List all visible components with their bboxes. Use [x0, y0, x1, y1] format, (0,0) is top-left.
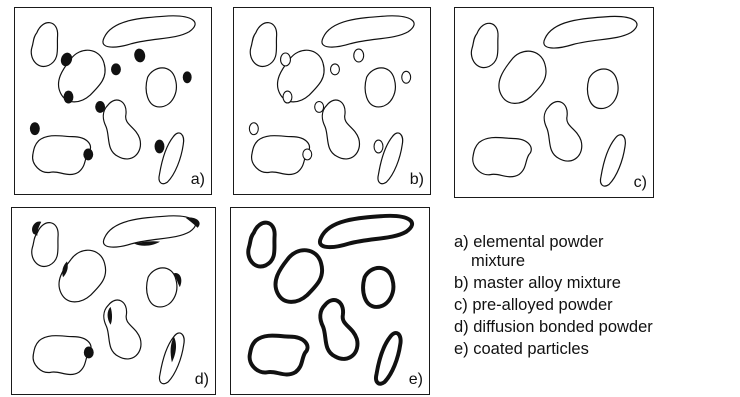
- master-alloy-particle: [374, 140, 383, 153]
- particle: [33, 136, 91, 175]
- elemental-particle: [59, 51, 74, 68]
- elemental-particle: [183, 71, 192, 83]
- elemental-particle: [111, 63, 121, 75]
- bonded-particle: [174, 273, 182, 287]
- coated-particle: [320, 300, 357, 359]
- legend-item-d: d) diffusion bonded powder: [454, 318, 653, 337]
- particle: [365, 68, 395, 107]
- particle: [473, 138, 532, 177]
- particle: [147, 268, 177, 307]
- panel-d-illustration: [12, 208, 215, 394]
- panel-b-illustration: [234, 8, 430, 194]
- panel-label-b: b): [410, 172, 424, 188]
- particle: [544, 102, 582, 162]
- panel-label-d: d): [195, 372, 209, 388]
- panel-a-illustration: [15, 8, 211, 194]
- elemental-particle: [95, 101, 105, 113]
- particle: [59, 250, 106, 302]
- panel-diffusion-bonded-powder: d): [11, 207, 216, 395]
- legend-item-b: b) master alloy mixture: [454, 274, 653, 293]
- master-alloy-particle: [249, 123, 258, 135]
- coated-particle: [376, 333, 401, 384]
- elemental-particle: [64, 91, 74, 104]
- particle: [252, 136, 310, 175]
- elemental-particle: [155, 140, 165, 154]
- particle: [378, 133, 403, 184]
- particle: [103, 16, 195, 47]
- bonded-particle: [108, 307, 112, 325]
- master-alloy-particle: [303, 149, 312, 160]
- bonded-particle: [62, 261, 68, 277]
- bonded-particle: [186, 218, 200, 228]
- master-alloy-particle: [283, 91, 292, 103]
- elemental-particle: [83, 148, 93, 160]
- host-particles: [31, 16, 195, 184]
- coated-particle: [248, 223, 274, 267]
- panel-label-c: c): [634, 175, 647, 191]
- panel-e-illustration: [231, 208, 429, 394]
- panel-c-illustration: [455, 8, 653, 197]
- particle: [146, 68, 176, 107]
- master-alloy-particle: [354, 49, 364, 62]
- bonded-particle: [84, 347, 94, 359]
- particle: [499, 51, 546, 103]
- elemental-particle: [133, 48, 146, 64]
- coated-particle-outlines: [248, 216, 412, 384]
- legend-item-c: c) pre-alloyed powder: [454, 296, 653, 315]
- coated-particle: [250, 336, 308, 375]
- bonded-particles: [32, 218, 200, 363]
- master-alloy-particle: [331, 64, 340, 75]
- particle: [322, 100, 359, 159]
- host-particles: [250, 16, 414, 184]
- particle: [544, 16, 637, 48]
- legend-item-a-continuation: mixture: [454, 252, 653, 271]
- particle: [600, 135, 625, 186]
- panel-label-e: e): [409, 372, 423, 388]
- master-alloy-particle: [402, 71, 411, 83]
- particle: [250, 23, 276, 67]
- panel-coated-particles: e): [230, 207, 430, 395]
- particle: [31, 23, 57, 67]
- panel-pre-alloyed-powder: c): [454, 7, 654, 198]
- coated-particle: [275, 250, 322, 302]
- legend: a) elemental powder mixture b) master al…: [454, 233, 653, 362]
- master-alloy-particle: [281, 53, 291, 66]
- panel-elemental-powder-mixture: a): [14, 7, 212, 195]
- legend-item-e: e) coated particles: [454, 340, 653, 359]
- master-alloy-particle: [315, 101, 324, 112]
- coated-particle: [363, 268, 393, 307]
- particle: [322, 16, 414, 47]
- host-particles: [32, 216, 196, 384]
- coated-particle: [320, 216, 412, 247]
- legend-item-a-text: a) elemental powder: [454, 233, 604, 251]
- legend-item-a: a) elemental powder: [454, 233, 653, 252]
- particle: [159, 133, 184, 184]
- particle: [588, 69, 619, 109]
- particle: [471, 23, 498, 67]
- particle: [33, 336, 91, 375]
- panel-label-a: a): [191, 172, 205, 188]
- elemental-particles: [30, 48, 192, 161]
- host-particles: [471, 16, 637, 186]
- particle: [103, 100, 140, 159]
- elemental-particle: [30, 122, 40, 135]
- panel-master-alloy-mixture: b): [233, 7, 431, 195]
